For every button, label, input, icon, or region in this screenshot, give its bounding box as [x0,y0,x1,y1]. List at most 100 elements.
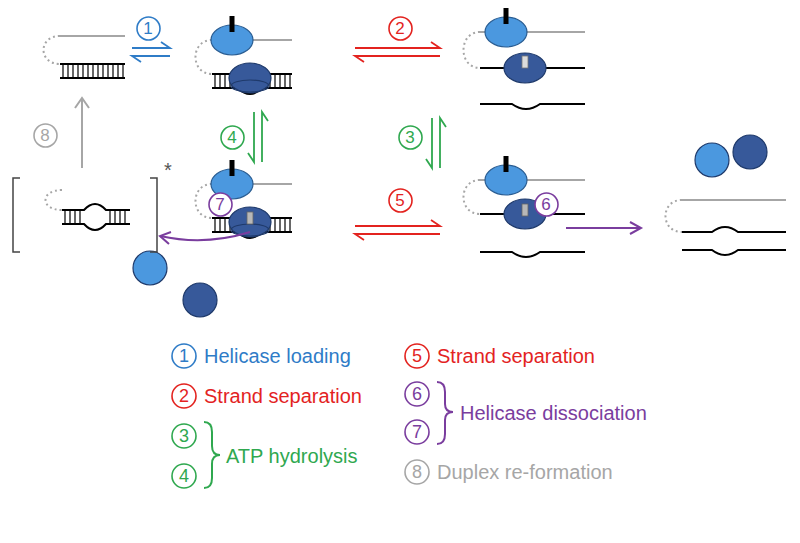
base-pair [122,64,123,78]
reverse-arrow [440,118,446,168]
loop-linker [666,200,683,232]
loop-linker [46,190,63,210]
base-pair [64,210,65,224]
single-strand [60,35,125,37]
atp-bar [522,56,528,68]
step-number: 5 [412,347,422,365]
base-pair [224,74,225,88]
loop-linker [464,32,481,68]
step-number: 7 [412,423,422,441]
loop-linker [196,40,213,74]
base-pair [224,218,225,232]
step-number: 7 [215,196,224,213]
step-number: 4 [179,467,189,485]
helicase-subunit [504,53,546,83]
step-number: 8 [412,463,422,481]
single-strand [682,199,786,201]
base-pair [69,210,70,224]
base-pair [82,64,83,78]
circle-outline [34,124,57,147]
base-pair [72,64,73,78]
base-pair [117,64,118,78]
step-number: 3 [405,129,414,146]
atp-bar [230,160,235,176]
step-number-circle: 3 [398,125,423,150]
step-number: 2 [179,387,189,405]
base-pair [119,210,120,224]
step-number-circle: 3 [171,423,197,449]
step-number: 6 [541,196,550,213]
circle-outline [405,420,429,444]
step-number-circle: 7 [208,192,233,217]
forward-arrow [355,42,440,48]
circle-outline [405,460,429,484]
base-pair [102,64,103,78]
atp-bar [230,16,235,32]
base-pair [279,218,280,232]
strand [62,224,130,230]
atp-bar [504,8,509,24]
step-number: 6 [412,385,422,403]
base-pair [107,64,108,78]
base-pair [87,64,88,78]
base-pair [67,64,68,78]
base-pair [109,210,110,224]
base-pair [114,210,115,224]
base-pair [289,74,290,88]
forward-arrow [355,220,440,226]
strand [682,227,786,232]
loop-linker [44,36,61,64]
base-pair [274,74,275,88]
circle-outline [221,126,244,149]
step-number-circle: 6 [534,192,559,217]
step-number: 1 [179,347,189,365]
base-pair [289,218,290,232]
arrow-head [630,222,641,234]
brace [437,382,453,444]
step-number: 8 [40,127,49,144]
circle-outline [172,384,196,408]
step-number-circle: 2 [388,16,413,41]
free-helicase [133,251,167,285]
step-number-circle: 8 [404,459,430,485]
reverse-arrow [355,234,440,240]
base-pair [219,218,220,232]
base-pair [77,64,78,78]
base-pair [284,218,285,232]
asterisk-mark: * [164,159,172,182]
step-number-circle: 2 [171,383,197,409]
circle-outline [389,189,412,212]
legend-text: Helicase loading [204,345,351,368]
legend-text: Duplex re-formation [437,461,613,484]
step-number-circle: 5 [404,343,430,369]
brace [204,422,220,488]
helicase-ring [231,224,269,236]
step-number-circle: 6 [404,381,430,407]
strand [480,252,585,257]
circle-outline [405,382,429,406]
base-pair [92,64,93,78]
base-pair [214,74,215,88]
forward-arrow [248,112,254,162]
circle-outline [405,344,429,368]
base-pair [279,74,280,88]
circle-outline [389,17,412,40]
base-pair [97,64,98,78]
circle-outline [172,464,196,488]
strand [62,204,130,210]
legend-text: ATP hydrolysis [226,445,358,468]
free-helicase [695,143,729,177]
forward-arrow [426,118,432,168]
bracket [13,178,20,252]
base-pair [112,64,113,78]
atp-bar [504,156,509,172]
reverse-arrow [355,56,440,62]
step-number: 5 [395,192,404,209]
step-number-circle: 8 [33,123,58,148]
base-pair [124,210,125,224]
circle-outline [137,17,160,40]
reverse-arrow [132,56,170,62]
base-pair [214,218,215,232]
free-helicase [733,135,767,169]
